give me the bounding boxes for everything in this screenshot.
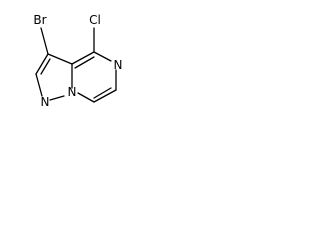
bond-c3a-c4-inner <box>74 56 95 69</box>
bridgehead-nitrogen-label: N <box>68 85 77 99</box>
chlorine-label: Cl <box>89 13 101 27</box>
bond-c3-c2 <box>35 53 49 75</box>
bond-c3-br <box>40 27 49 55</box>
bromine-label: Br <box>33 13 46 27</box>
bond-c3a-c4 <box>71 51 95 65</box>
bond-n1-n7 <box>49 95 65 101</box>
pyrazine-nitrogen-label: N <box>114 58 123 72</box>
pyrazole-nitrogen-label: N <box>41 95 50 109</box>
bond-c4-n5 <box>93 51 112 62</box>
bond-c3-c2-inner <box>40 58 51 75</box>
bond-c2-n1 <box>35 73 43 97</box>
chemical-structure: Br Cl N N N <box>33 13 123 109</box>
bond-c6-c7 <box>93 89 117 103</box>
bond-c7-n7 <box>77 92 95 103</box>
bond-c6-c7-inner <box>93 87 112 99</box>
bond-c3-c3a <box>47 53 73 65</box>
